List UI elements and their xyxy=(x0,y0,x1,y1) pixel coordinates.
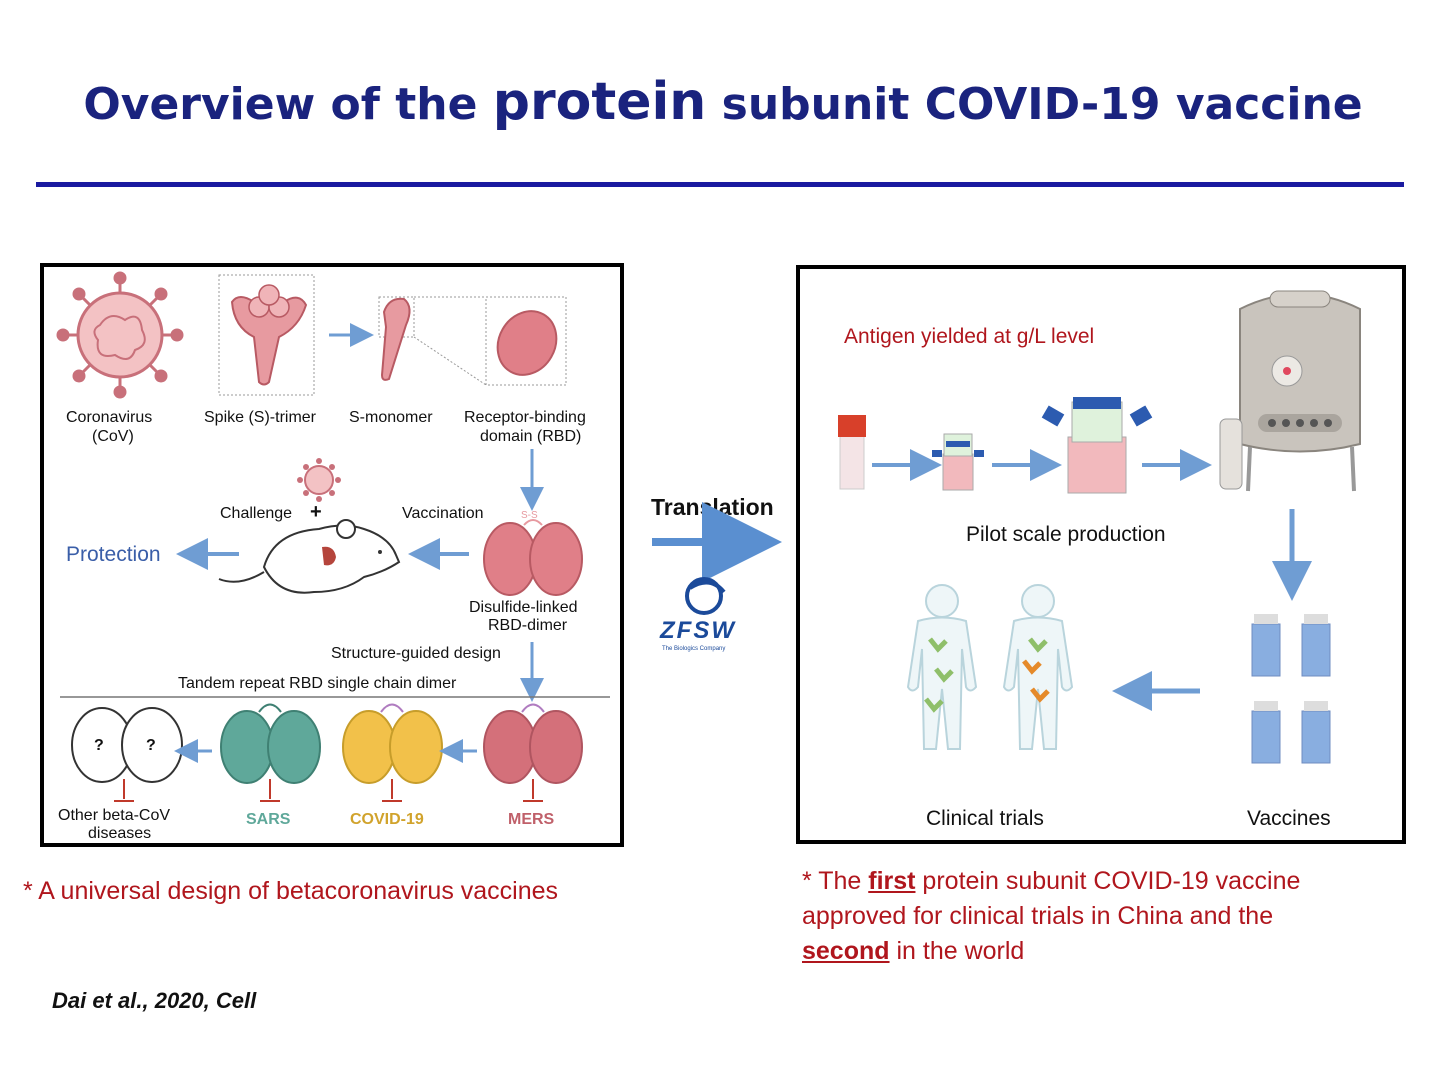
zfsw-logo-icon xyxy=(685,577,726,615)
label-covid: COVID-19 xyxy=(350,811,424,828)
title-rule xyxy=(36,182,1404,187)
label-rbd-2: domain (RBD) xyxy=(480,428,582,445)
label-antigen: Antigen yielded at g/L level xyxy=(844,325,1095,348)
small-flask-icon xyxy=(932,433,984,491)
small-virus-icon xyxy=(297,458,341,502)
covid-dimer-icon xyxy=(342,703,443,784)
label-dimer-1: Disulfide-linked xyxy=(469,599,578,616)
spike-box xyxy=(218,274,315,396)
large-flask-icon xyxy=(1041,397,1153,494)
caption-right-first: first xyxy=(868,867,916,895)
title-part1: Overview of the xyxy=(83,79,493,130)
question-mark-2: ? xyxy=(146,737,156,754)
label-structure-guided: Structure-guided design xyxy=(331,645,501,662)
label-pilot: Pilot scale production xyxy=(966,523,1166,546)
slide-title: Overview of the protein subunit COVID-19… xyxy=(0,72,1446,132)
title-emphasis: protein xyxy=(492,72,707,132)
rbd-box xyxy=(485,296,567,386)
rbd-dimer-icon xyxy=(483,519,583,596)
label-monomer: S-monomer xyxy=(349,409,433,426)
title-part2: subunit COVID-19 vaccine xyxy=(706,79,1363,130)
label-rbd-1: Receptor-binding xyxy=(464,409,586,426)
label-vaccines: Vaccines xyxy=(1247,807,1331,830)
vial-tube-icon xyxy=(838,415,866,490)
s-monomer-icon xyxy=(380,297,411,381)
label-protection: Protection xyxy=(66,543,161,566)
plus-icon: + xyxy=(310,501,322,523)
label-cov: (CoV) xyxy=(92,428,134,445)
caption-right-1: * The xyxy=(802,867,869,895)
label-clinical: Clinical trials xyxy=(926,807,1044,830)
rbd-dimer-design-panel: Coronavirus (CoV) Spike (S)-trimer S-mon… xyxy=(40,263,624,847)
caption-right-3: approved for clinical trials in China an… xyxy=(802,902,1274,930)
logo-text: ZFSW xyxy=(660,617,736,644)
coronavirus-icon xyxy=(56,271,184,399)
label-sars: SARS xyxy=(246,811,291,828)
label-challenge: Challenge xyxy=(220,505,293,522)
vaccine-vials-icon xyxy=(1251,614,1331,764)
production-pipeline-panel: Antigen yielded at g/L level Pilot scale… xyxy=(796,265,1406,844)
spike-trimer-icon xyxy=(230,284,308,386)
label-vaccination: Vaccination xyxy=(402,505,484,522)
caption-right-second: second xyxy=(802,937,890,965)
label-tandem: Tandem repeat RBD single chain dimer xyxy=(178,675,457,692)
label-translation: Translation xyxy=(651,494,774,520)
sars-dimer-icon xyxy=(220,703,321,784)
caption-right-4: in the world xyxy=(889,937,1025,965)
label-other-1: Other beta-CoV xyxy=(58,807,171,824)
logo-subtext: The Biologics Company xyxy=(662,646,726,652)
label-other-2: diseases xyxy=(88,825,152,842)
label-coronavirus: Coronavirus xyxy=(66,409,153,426)
label-spike: Spike (S)-trimer xyxy=(204,409,317,426)
mouse-icon xyxy=(218,519,401,594)
unknown-dimer-icon xyxy=(71,707,183,783)
mers-dimer-icon xyxy=(483,703,583,784)
bioreactor-icon xyxy=(1219,290,1361,492)
clinical-trial-humans-icon xyxy=(906,584,1074,750)
question-mark-1: ? xyxy=(94,737,104,754)
label-ss: S-S xyxy=(521,510,538,521)
caption-right: * The first protein subunit COVID-19 vac… xyxy=(802,864,1422,969)
caption-right-2: protein subunit COVID-19 vaccine xyxy=(915,867,1301,895)
rbd-icon xyxy=(496,310,558,376)
citation: Dai et al., 2020, Cell xyxy=(52,988,257,1013)
right-panel-illustration xyxy=(838,290,1361,764)
label-mers: MERS xyxy=(508,811,555,828)
caption-left: * A universal design of betacoronavirus … xyxy=(23,877,559,905)
label-dimer-2: RBD-dimer xyxy=(488,617,568,634)
left-panel-illustration xyxy=(56,271,610,802)
